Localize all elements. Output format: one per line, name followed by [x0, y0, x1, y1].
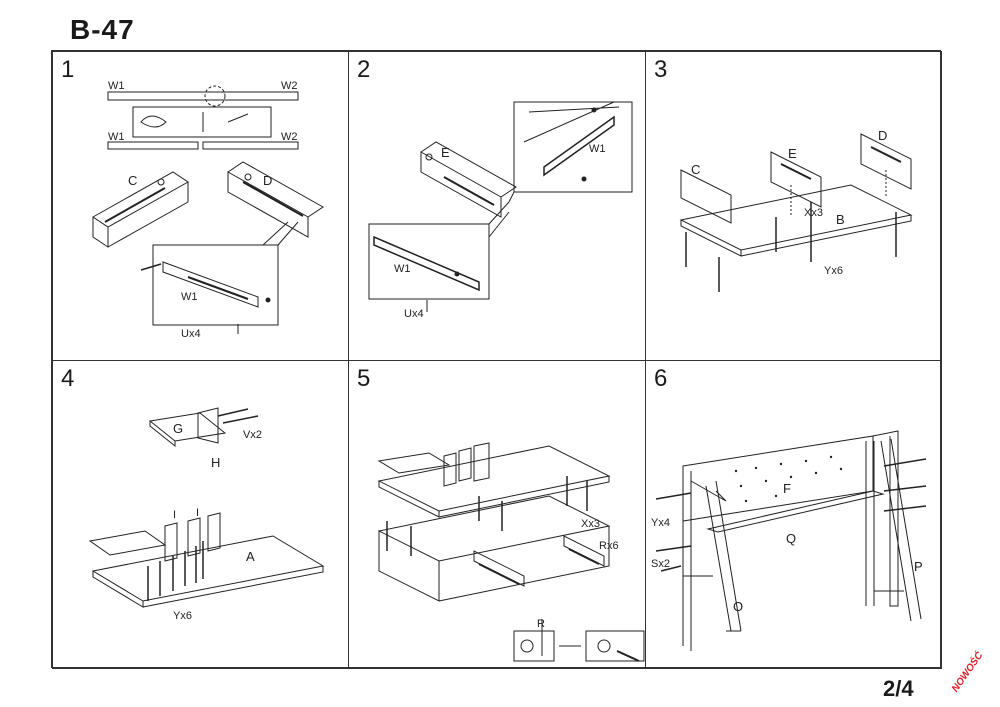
step-2-panel: 2 E W1: [348, 51, 646, 361]
step-4-panel: 4 G Vx2: [52, 360, 349, 669]
step-4-drawing: G Vx2 H I I A Yx6: [88, 407, 325, 622]
step-4-label-i-right: I: [196, 507, 199, 519]
step-3-label-d: D: [878, 128, 887, 143]
page-indicator: 2/4: [883, 676, 914, 701]
step-6-panel: 6: [645, 360, 942, 669]
step-3-label-b: B: [836, 212, 845, 227]
step-2-label-w1-bottom: W1: [394, 263, 411, 275]
step-5-label-r: R: [537, 618, 545, 630]
step-4-label-y: Yx6: [173, 610, 192, 622]
step-1-panel: 1: [52, 51, 349, 361]
step-1-label-w1-zoom: W1: [181, 291, 198, 303]
step-5-drawing: Xx3 Rx6 R: [377, 442, 645, 662]
step-4-label-h: H: [211, 455, 220, 470]
step-6-label-sx2: Sx2: [651, 558, 670, 570]
step-4-label-i-left: I: [173, 509, 176, 521]
step-1-label-u: Ux4: [181, 328, 201, 340]
step-3-label-x: Xx3: [804, 207, 823, 219]
step-1-label-d: D: [263, 173, 272, 188]
step-5-label-r6: Rx6: [599, 540, 619, 552]
step-4-number: 4: [61, 365, 75, 392]
manual-title: B-47: [70, 14, 135, 45]
step-1-label-w2-bottom: W2: [281, 131, 298, 143]
step-2-label-u: Ux4: [404, 308, 424, 320]
new-badge: NOWOŚĆ: [950, 650, 986, 695]
step-5-panel: 5: [348, 360, 646, 669]
step-6-label-yx4: Yx4: [651, 517, 670, 529]
step-4-label-v: Vx2: [243, 429, 262, 441]
step-3-panel: 3 C E D Xx3 B: [645, 51, 942, 361]
step-3-label-c: C: [691, 162, 700, 177]
step-6-label-p: P: [914, 559, 923, 574]
step-1-label-w1-bottom: W1: [108, 131, 125, 143]
step-6-label-o: O: [733, 599, 743, 614]
step-1-label-w1-top: W1: [108, 80, 125, 92]
step-6-number: 6: [654, 365, 668, 392]
step-3-drawing: C E D Xx3 B Yx6: [679, 128, 913, 292]
step-6-label-f: F: [783, 481, 791, 496]
step-1-label-c: C: [128, 173, 137, 188]
step-2-label-w1-top: W1: [589, 143, 606, 155]
step-6-label-q: Q: [786, 531, 796, 546]
step-1-number: 1: [61, 56, 75, 83]
step-2-number: 2: [357, 56, 371, 83]
step-2-label-e: E: [441, 145, 450, 160]
step-5-number: 5: [357, 365, 371, 392]
step-2-drawing: E W1 W1 Ux4: [368, 101, 633, 320]
step-3-label-e: E: [788, 146, 797, 161]
step-5-label-x: Xx3: [581, 518, 600, 530]
step-1-drawing: W1 W2 W1 W2 C D W1 Ux4: [92, 80, 324, 340]
assembly-steps-grid: 1: [51, 50, 942, 669]
step-6-drawing: F Yx4 Q Sx2 P O: [651, 430, 927, 651]
step-1-label-w2-top: W2: [281, 80, 298, 92]
step-6-panel-holes: [734, 455, 843, 503]
step-4-label-a: A: [246, 549, 255, 564]
step-3-number: 3: [654, 56, 668, 83]
step-3-label-y: Yx6: [824, 265, 843, 277]
step-4-label-g: G: [173, 421, 183, 436]
